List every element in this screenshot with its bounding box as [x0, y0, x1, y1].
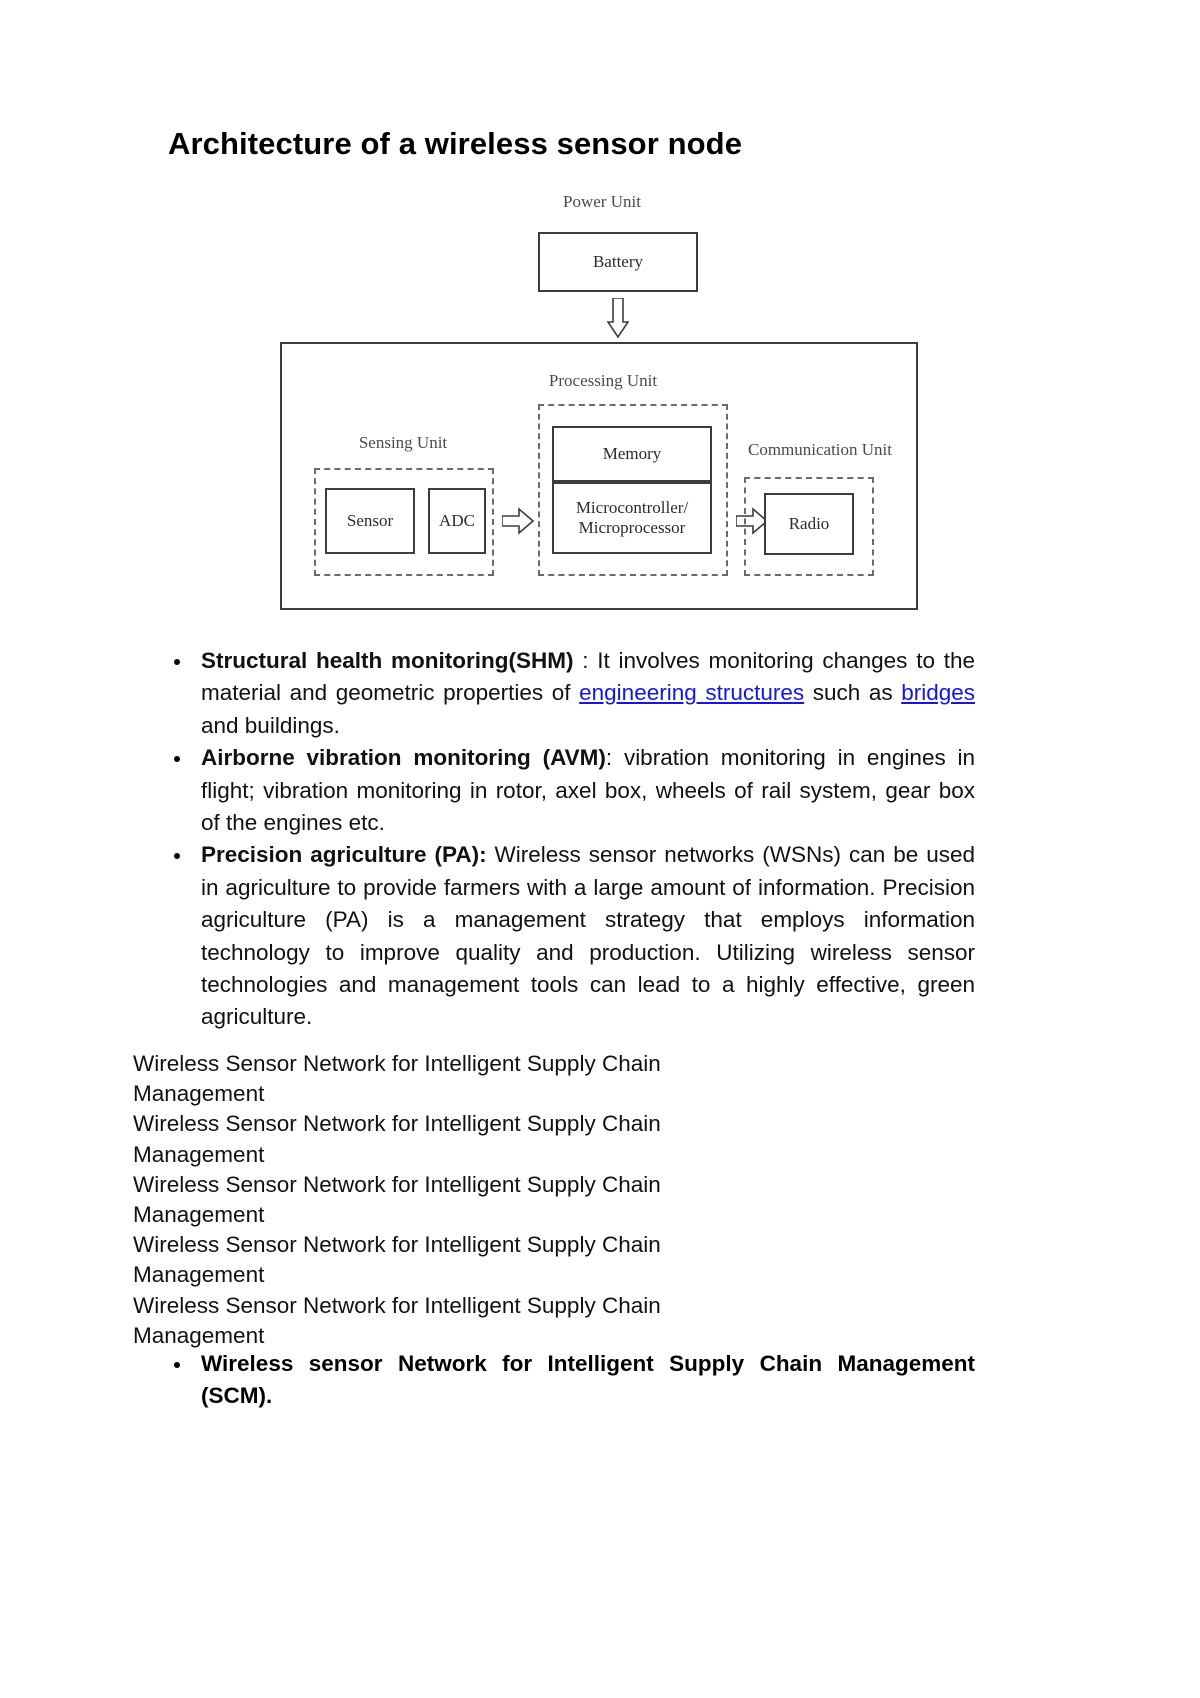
list-item-scm: Wireless sensor Network for Intelligent …	[163, 1348, 975, 1413]
communication-unit-label: Communication Unit	[747, 440, 893, 459]
shm-bold-abbrev: (SHM)	[508, 648, 574, 673]
link-engineering-structures[interactable]: engineering structures	[579, 680, 805, 706]
processing-unit-label: Processing Unit	[548, 371, 658, 390]
battery-box: Battery	[538, 232, 698, 292]
right-arrow-icon-sensing-to-processing	[502, 507, 534, 535]
microcontroller-box: Microcontroller/ Microprocessor	[552, 482, 712, 554]
shm-text-1: : It involves monitoring changes to the …	[201, 648, 975, 706]
repeated-line: Wireless Sensor Network for Intelligent …	[133, 1111, 667, 1167]
microcontroller-line-2: Microprocessor	[578, 518, 686, 537]
repeated-line: Wireless Sensor Network for Intelligent …	[133, 1292, 667, 1348]
shm-text-2: such as	[804, 680, 902, 706]
memory-box: Memory	[552, 426, 712, 482]
repeated-text-block: Wireless Sensor Network for Intelligent …	[133, 1049, 793, 1351]
shm-bold-lead: Structural health monitoring	[201, 648, 509, 673]
sensing-unit-group	[314, 468, 494, 576]
pa-text-1: Wireless sensor networks (WSNs) can be u…	[201, 842, 975, 1030]
link-bridges[interactable]: bridges	[901, 680, 975, 706]
power-unit-label: Power Unit	[563, 192, 641, 211]
pa-bold-lead: Precision agriculture (PA):	[201, 842, 487, 868]
right-arrow-icon-processing-to-communication	[736, 507, 768, 535]
adc-box: ADC	[428, 488, 486, 554]
page-title: Architecture of a wireless sensor node	[168, 126, 743, 161]
communication-unit-group	[744, 477, 874, 576]
repeated-line: Wireless Sensor Network for Intelligent …	[133, 1171, 667, 1228]
list-item-shm: Structural health monitoring(SHM) : It i…	[163, 645, 975, 742]
microcontroller-line-1: Microcontroller/	[575, 497, 689, 517]
avm-bold-lead: Airborne vibration monitoring (AVM)	[201, 745, 606, 771]
radio-box: Radio	[764, 493, 854, 555]
final-bullet-list: Wireless sensor Network for Intelligent …	[163, 1348, 975, 1413]
shm-text-3: and buildings.	[201, 712, 340, 738]
architecture-figure: Power Unit Battery Processing Unit Sensi…	[280, 190, 920, 610]
applications-bullet-list: Structural health monitoring(SHM) : It i…	[163, 645, 975, 1034]
processing-unit-group	[538, 404, 728, 576]
repeated-line: Wireless Sensor Network for Intelligent …	[133, 1051, 667, 1107]
sensing-unit-label: Sensing Unit	[358, 433, 448, 452]
sensor-box: Sensor	[325, 488, 415, 554]
repeated-line: Wireless Sensor Network for Intelligent …	[133, 1232, 667, 1288]
list-item-avm: Airborne vibration monitoring (AVM): vib…	[163, 742, 975, 839]
list-item-pa: Precision agriculture (PA): Wireless sen…	[163, 839, 975, 1033]
down-arrow-icon	[607, 298, 629, 338]
node-outer-container	[280, 342, 918, 610]
avm-text-1: : vibration monitoring in engines in fli…	[201, 745, 975, 836]
